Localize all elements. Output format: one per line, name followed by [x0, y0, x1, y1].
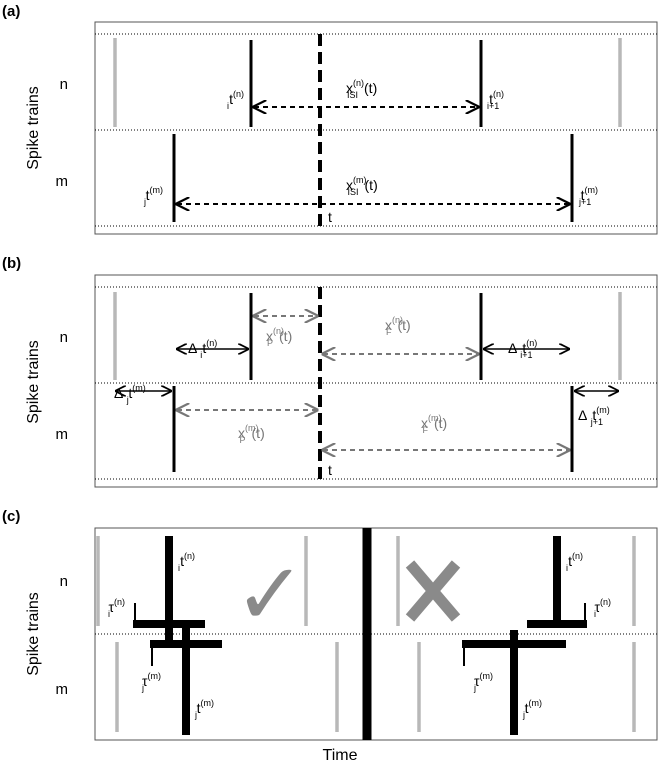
panel-c-right-label-tau-j: τ(m)j [473, 671, 493, 693]
panel-a-label-ti1-n: t(n)i+1 [487, 89, 504, 111]
panel-c-train-n: n [60, 573, 68, 590]
panel-a-ylabel: Spike trains [25, 86, 42, 170]
panel-a-label-xisi-m: x(m)ISI(t) [346, 175, 378, 197]
panel-b-frame [94, 274, 658, 488]
panel-b-label-xf-m: x(m)F(t) [421, 413, 447, 435]
panel-a-train-n: n [60, 76, 68, 93]
panel-a-label-ti-n: t(n)i [227, 89, 244, 111]
panel-b-label-xf-n: x(n)F(t) [385, 315, 411, 337]
panel-a-frame [94, 21, 658, 235]
panel-c-xlabel: Time [323, 747, 358, 764]
panel-a: (a) Spike trains n m t t(n)i t(n)i+1 x(n… [2, 3, 658, 235]
panel-c-left-label-tau-j: τ(m)j [141, 671, 161, 693]
panel-c-right-label-tj-m: t(m)j [522, 698, 542, 720]
panel-c-train-m: m [56, 681, 69, 698]
panel-a-train-m: m [56, 173, 69, 190]
panel-a-label-tj1-m: t(m)j+1 [578, 185, 598, 207]
panel-a-label-tj-m: t(m)j [143, 185, 163, 207]
panel-c-right-label-tau-i: τ(n)i [594, 597, 611, 619]
panel-c-left-label-tj-m: t(m)j [194, 698, 214, 720]
panel-b-label-xp-n: x(n)P(t) [266, 326, 292, 348]
panel-b-ylabel: Spike trains [25, 340, 42, 424]
panel-a-label: (a) [2, 3, 20, 20]
panel-a-time-label: t [328, 209, 332, 225]
panel-b-time-label: t [328, 462, 332, 478]
panel-b-train-m: m [56, 426, 69, 443]
checkmark-icon: ✓ [234, 545, 306, 645]
panel-b-train-n: n [60, 329, 68, 346]
panel-c-label: (c) [2, 508, 20, 525]
panel-c-ylabel: Spike trains [25, 592, 42, 676]
cross-icon [405, 560, 461, 622]
panel-b-label: (b) [2, 255, 21, 272]
panel-b-label-xp-m: x(m)P(t) [238, 423, 265, 445]
panel-a-label-xisi-n: x(n)ISI(t) [346, 78, 377, 100]
panel-c-right-label-ti-n: t(n)i [566, 551, 583, 573]
panel-c-left-label-ti-n: t(n)i [178, 551, 195, 573]
panel-c-left-label-tau-i: τ(n)i [108, 597, 125, 619]
